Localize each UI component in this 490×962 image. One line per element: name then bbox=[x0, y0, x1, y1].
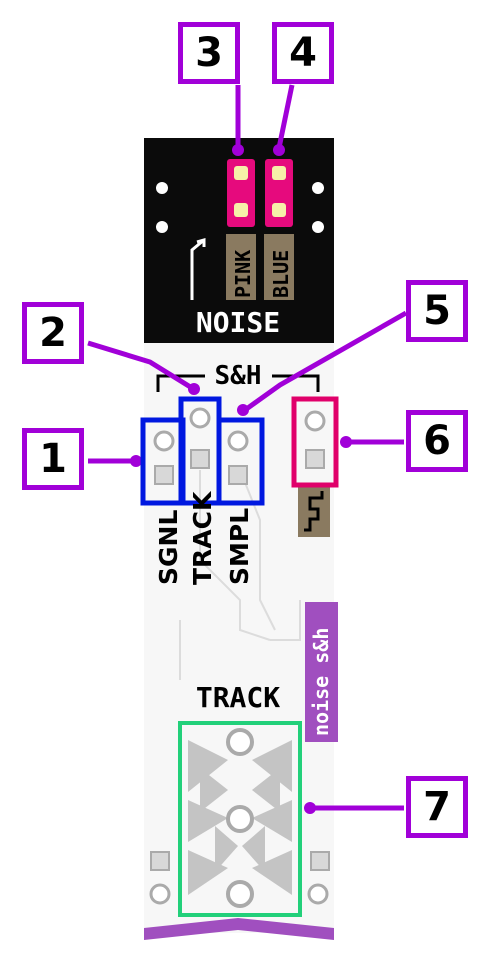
stepped-wave-bg bbox=[298, 487, 330, 537]
noise-label: NOISE bbox=[196, 306, 280, 339]
highlight-noise-out bbox=[291, 396, 339, 488]
jack-noise-out bbox=[304, 410, 326, 469]
pink-label-bg bbox=[226, 234, 256, 300]
arrow-up-icon bbox=[190, 238, 206, 300]
blue-label-bg bbox=[264, 234, 294, 300]
noise-sh-tag-bg bbox=[305, 602, 338, 742]
jack-label-track: TRACK bbox=[188, 491, 217, 585]
noise-sh-tag: noise s&h bbox=[309, 628, 333, 736]
jack-label-smpl: SMPL bbox=[225, 507, 254, 585]
board-edge bbox=[144, 918, 334, 940]
touch-pad bbox=[188, 740, 292, 895]
callout-5: 5 bbox=[406, 280, 468, 342]
sh-label: S&H bbox=[215, 361, 262, 391]
jack-smpl bbox=[227, 430, 249, 485]
led-pink bbox=[227, 159, 255, 227]
jack-label-sgnl: SGNL bbox=[154, 509, 183, 585]
track-pad-label: TRACK bbox=[196, 681, 280, 714]
callout-leaders bbox=[87, 84, 408, 814]
callout-6: 6 bbox=[406, 410, 468, 472]
callout-2: 2 bbox=[22, 302, 84, 364]
panel-holes bbox=[156, 182, 324, 233]
pad-holes bbox=[226, 728, 254, 908]
highlight-smpl bbox=[216, 417, 265, 506]
sh-bracket bbox=[156, 374, 320, 392]
led-blue bbox=[265, 159, 293, 227]
pink-label: PINK bbox=[231, 250, 255, 298]
blue-label: BLUE bbox=[269, 250, 293, 298]
bottom-pads bbox=[149, 851, 330, 905]
callout-4: 4 bbox=[272, 22, 334, 84]
callout-1: 1 bbox=[22, 428, 84, 490]
jack-sgnl bbox=[153, 430, 175, 485]
highlight-touch-pad bbox=[178, 721, 302, 917]
callout-7: 7 bbox=[406, 776, 468, 838]
stepped-wave-icon bbox=[304, 491, 324, 532]
jack-track bbox=[189, 407, 211, 469]
callout-3: 3 bbox=[178, 22, 240, 84]
pcb-traces bbox=[179, 469, 301, 680]
